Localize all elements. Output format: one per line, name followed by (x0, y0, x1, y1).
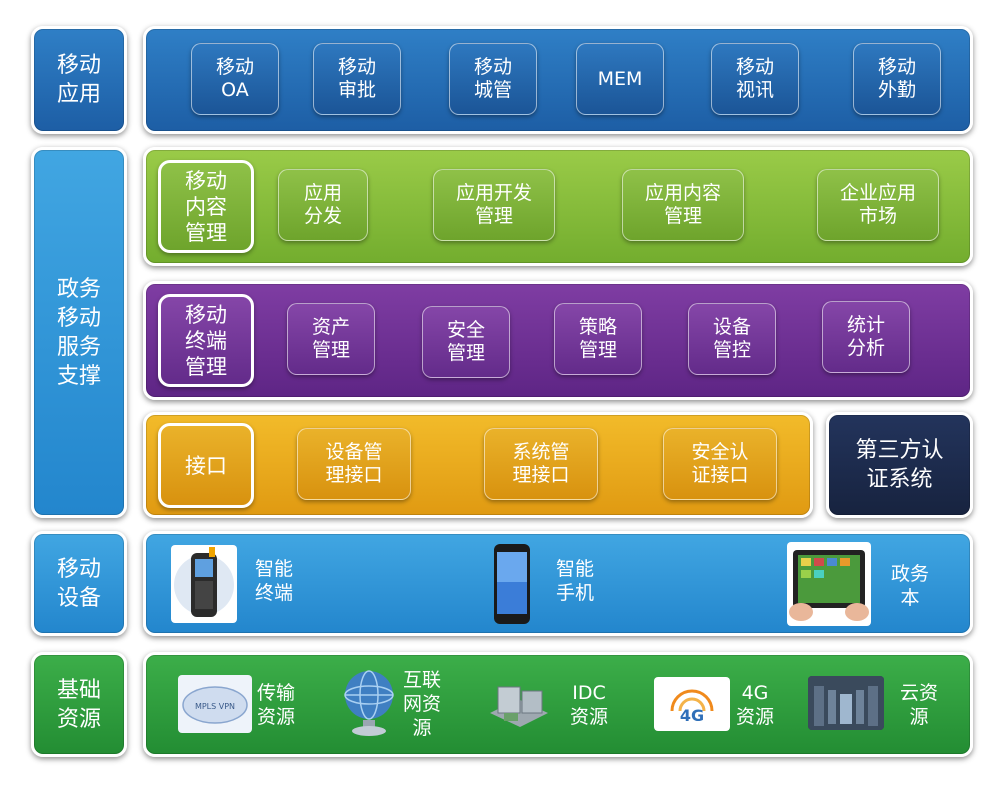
mobile-apps-label-panel (31, 26, 127, 134)
4g-logo-icon: 4G (654, 677, 730, 731)
content-mgmt-key[interactable]: 移动 内容 管理 (158, 160, 254, 253)
resource-internet: 互联 网资 源 (403, 669, 442, 739)
third-party-auth-label: 第三方认 证系统 (855, 438, 944, 492)
resource-4g: 4G 资源 (736, 682, 775, 728)
resource-idc: IDC 资源 (570, 682, 609, 728)
content-app-content-mgmt[interactable]: 应用内容 管理 (622, 169, 744, 241)
service-support-label: 政务 移动 服务 支撑 (56, 276, 101, 389)
mobile-devices-label-panel (31, 531, 127, 636)
infrastructure-label-panel (31, 652, 127, 757)
mobile-apps-label: 移动 应用 (56, 53, 101, 107)
network-cloud-icon: MPLS VPN (178, 675, 252, 733)
content-app-distribution[interactable]: 应用 分发 (278, 169, 368, 241)
interface-key[interactable]: 接口 (158, 423, 254, 508)
smartphone-icon (492, 542, 532, 626)
infrastructure-panel (143, 652, 973, 757)
server-rack-icon (484, 673, 554, 735)
device-smartphone: 智能 手机 (556, 558, 595, 604)
content-app-dev-mgmt[interactable]: 应用开发 管理 (433, 169, 555, 241)
service-support-label-panel (31, 147, 127, 518)
handheld-terminal-icon (171, 545, 237, 623)
globe-icon (340, 668, 398, 738)
app-mobile-approval[interactable]: 移动 审批 (313, 43, 401, 115)
svg-text:MPLS VPN: MPLS VPN (195, 702, 235, 711)
app-mobile-city-mgmt[interactable]: 移动 城管 (449, 43, 537, 115)
terminal-statistics[interactable]: 统计 分析 (822, 301, 910, 373)
tablet-icon (787, 542, 871, 626)
terminal-security-mgmt[interactable]: 安全 管理 (422, 306, 510, 378)
terminal-asset-mgmt[interactable]: 资产 管理 (287, 303, 375, 375)
mobile-devices-label: 移动 设备 (56, 556, 101, 611)
datacenter-icon (808, 676, 884, 730)
infrastructure-label: 基础 资源 (56, 677, 101, 732)
app-mobile-video[interactable]: 移动 视讯 (711, 43, 799, 115)
device-gov-tablet: 政务 本 (891, 563, 930, 609)
resource-cloud: 云资 源 (900, 682, 939, 728)
mobile-apps-panel (143, 26, 973, 134)
terminal-device-control[interactable]: 设备 管控 (688, 303, 776, 375)
app-mobile-field-work[interactable]: 移动 外勤 (853, 43, 941, 115)
svg-text:4G: 4G (680, 706, 704, 725)
interface-device-mgmt[interactable]: 设备管 理接口 (297, 428, 411, 500)
interface-security-auth[interactable]: 安全认 证接口 (663, 428, 777, 500)
content-enterprise-market[interactable]: 企业应用 市场 (817, 169, 939, 241)
app-mobile-oa[interactable]: 移动 OA (191, 43, 279, 115)
resource-transmission: 传输 资源 (257, 682, 296, 728)
app-mem[interactable]: MEM (576, 43, 664, 115)
terminal-mgmt-key[interactable]: 移动 终端 管理 (158, 294, 254, 387)
device-smart-terminal: 智能 终端 (255, 558, 294, 604)
interface-system-mgmt[interactable]: 系统管 理接口 (484, 428, 598, 500)
terminal-policy-mgmt[interactable]: 策略 管理 (554, 303, 642, 375)
third-party-auth-panel (826, 412, 973, 518)
